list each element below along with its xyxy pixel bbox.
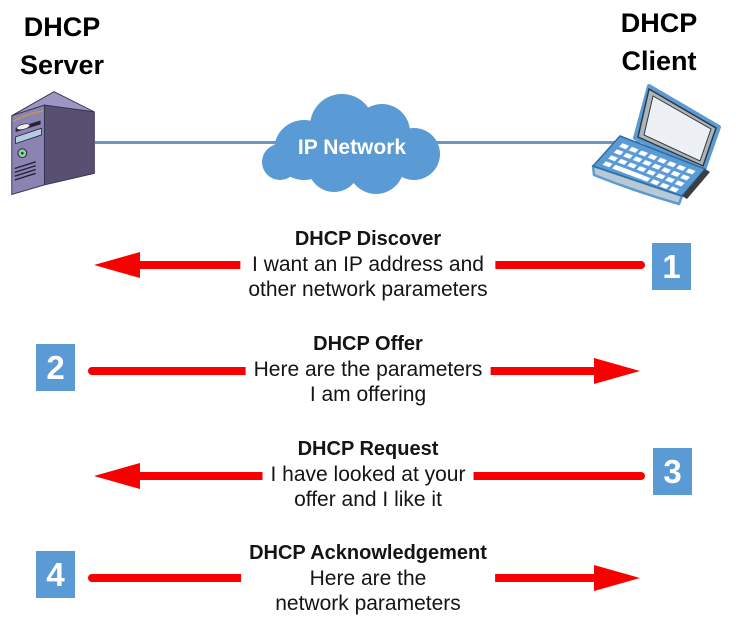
- step-badge-3: 3: [653, 448, 692, 495]
- server-tower-icon: [11, 91, 95, 196]
- message-request-title: DHCP Request: [297, 438, 439, 460]
- client-label-line1: DHCP: [620, 8, 698, 38]
- laptop-icon: [591, 84, 721, 206]
- message-ack: DHCP Acknowledgement Here are the networ…: [241, 541, 495, 616]
- message-ack-line1: Here are the: [309, 567, 427, 590]
- message-discover-line1: I want an IP address and: [252, 253, 484, 276]
- message-request-line2: offer and I like it: [294, 488, 442, 511]
- step-badge-1: 1: [652, 243, 691, 290]
- message-ack-title: DHCP Acknowledgement: [249, 542, 487, 564]
- message-offer: DHCP Offer Here are the parameters I am …: [245, 332, 491, 407]
- message-discover: DHCP Discover I want an IP address and o…: [240, 227, 496, 302]
- message-ack-line2: network parameters: [275, 592, 461, 615]
- message-offer-line1: Here are the parameters: [253, 358, 483, 381]
- message-discover-title: DHCP Discover: [294, 228, 442, 250]
- client-label: DHCP Client: [607, 4, 711, 80]
- server-label-line1: DHCP: [23, 12, 101, 42]
- step-badge-2: 2: [36, 344, 75, 391]
- server-label: DHCP Server: [10, 8, 114, 84]
- server-label-line2: Server: [19, 50, 105, 80]
- message-discover-line2: other network parameters: [248, 278, 488, 301]
- client-label-line2: Client: [621, 46, 697, 76]
- cloud-icon: IP Network: [262, 94, 440, 194]
- network-label: IP Network: [298, 136, 406, 159]
- message-request-line1: I have looked at your: [270, 463, 466, 486]
- step-badge-4: 4: [36, 551, 75, 598]
- message-offer-line2: I am offering: [309, 383, 427, 406]
- message-offer-title: DHCP Offer: [313, 333, 423, 355]
- message-request: DHCP Request I have looked at your offer…: [262, 437, 474, 512]
